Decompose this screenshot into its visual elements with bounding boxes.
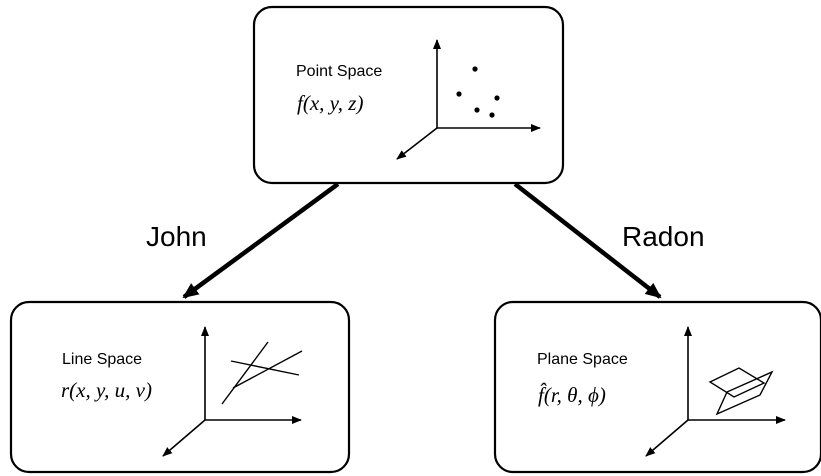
crossing-lines-icon [221, 341, 303, 405]
line-space-axes-icon [162, 326, 302, 457]
point-space-formula: f(x, y, z) [297, 91, 363, 115]
john-arrow [182, 182, 340, 299]
radon-arrow [513, 182, 662, 299]
point-space-title: Point Space [296, 63, 382, 80]
radon-label: Radon [622, 221, 705, 252]
line-space-title: Line Space [62, 351, 142, 368]
line-space-node: Line Space r(x, y, u, v) [9, 300, 351, 474]
plane-space-title: Plane Space [537, 351, 628, 368]
point-space-axes-icon [396, 39, 541, 160]
line-space-formula: r(x, y, u, v) [61, 378, 152, 402]
intersecting-planes-icon [708, 367, 774, 416]
plane-space-formula: f̂(r, θ, ϕ) [538, 383, 606, 407]
plane-space-box [493, 300, 821, 474]
plane-space-axes-icon [645, 326, 786, 457]
point-space-box [252, 5, 565, 185]
point-space-node: Point Space f(x, y, z) [252, 5, 565, 185]
edge-john: John [146, 182, 340, 299]
john-label: John [146, 221, 207, 252]
edge-radon: Radon [513, 182, 705, 299]
line-space-box [9, 300, 351, 474]
scattered-points-icon [456, 66, 500, 118]
plane-space-node: Plane Space f̂(r, θ, ϕ) [493, 300, 821, 474]
